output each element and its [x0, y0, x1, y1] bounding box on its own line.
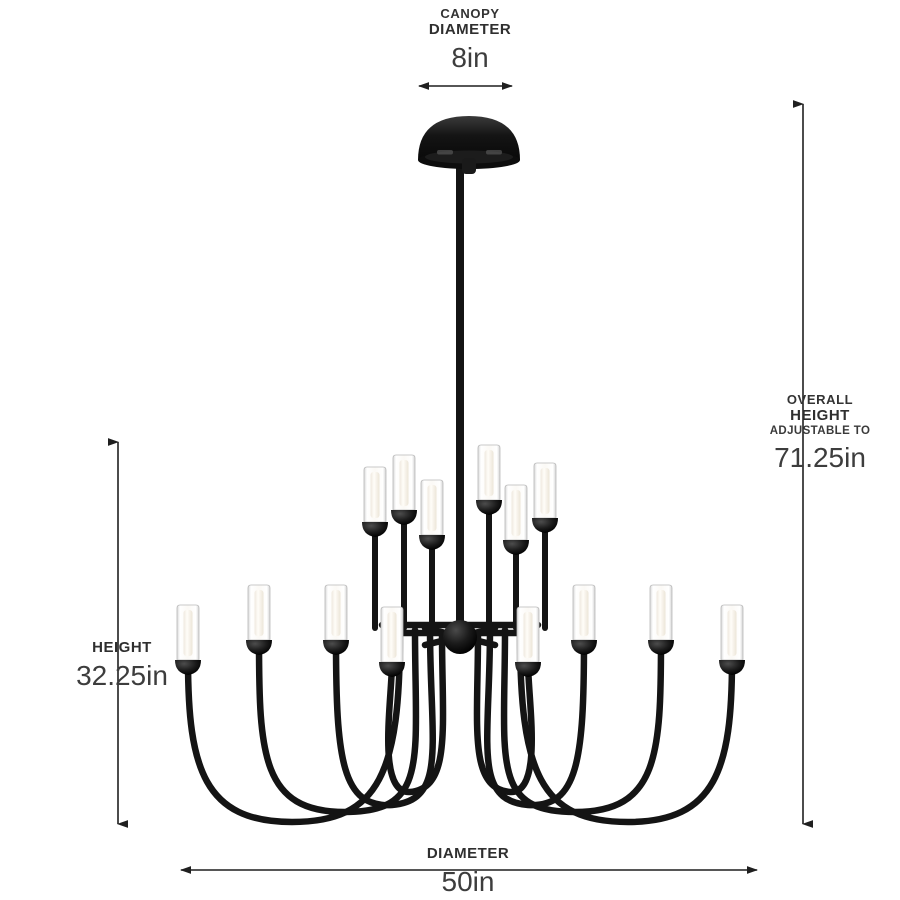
- height-value: 32.25in: [76, 659, 168, 691]
- canopy-diameter-value: 8in: [451, 42, 489, 74]
- canopy-label-line2: DIAMETER: [428, 21, 512, 39]
- candle-outer-right-3: [718, 604, 746, 676]
- height-label: HEIGHT 32.25in: [42, 639, 202, 692]
- downrod: [456, 160, 464, 638]
- candle-inner-1: [361, 466, 389, 538]
- candle-center-front-right: [514, 606, 542, 678]
- outer-arms: [184, 624, 736, 826]
- diameter-value: 50in: [441, 865, 495, 897]
- overall-label-line1: OVERALL: [786, 392, 854, 407]
- candle-outer-left-3: [322, 584, 350, 656]
- overall-label-line3: ADJUSTABLE TO: [769, 425, 871, 438]
- canopy-assembly: [418, 116, 520, 638]
- diameter-label-line1: DIAMETER: [426, 845, 510, 862]
- candle-outer-left-2: [245, 584, 273, 656]
- candle-inner-6: [531, 462, 559, 534]
- candle-outer-right-2: [647, 584, 675, 656]
- canopy-diameter-label: CANOPY DIAMETER 8in: [370, 6, 570, 74]
- inner-stems: [372, 497, 548, 663]
- center-hub: [443, 620, 477, 654]
- overall-label-line2: HEIGHT: [790, 407, 850, 425]
- diameter-label: DIAMETER 50in: [368, 845, 568, 898]
- candle-inner-2: [390, 454, 418, 526]
- canopy-label-line1: CANOPY: [440, 6, 500, 21]
- overall-height-value: 71.25in: [774, 441, 866, 473]
- candle-outer-right-1: [570, 584, 598, 656]
- candle-inner-3: [418, 479, 446, 551]
- height-label-line1: HEIGHT: [92, 639, 152, 656]
- canopy: [418, 116, 520, 160]
- candle-inner-5: [502, 484, 530, 556]
- overall-height-label: OVERALL HEIGHT ADJUSTABLE TO 71.25in: [740, 392, 900, 474]
- candle-center-front: [378, 606, 406, 678]
- candle-inner-4: [475, 444, 503, 516]
